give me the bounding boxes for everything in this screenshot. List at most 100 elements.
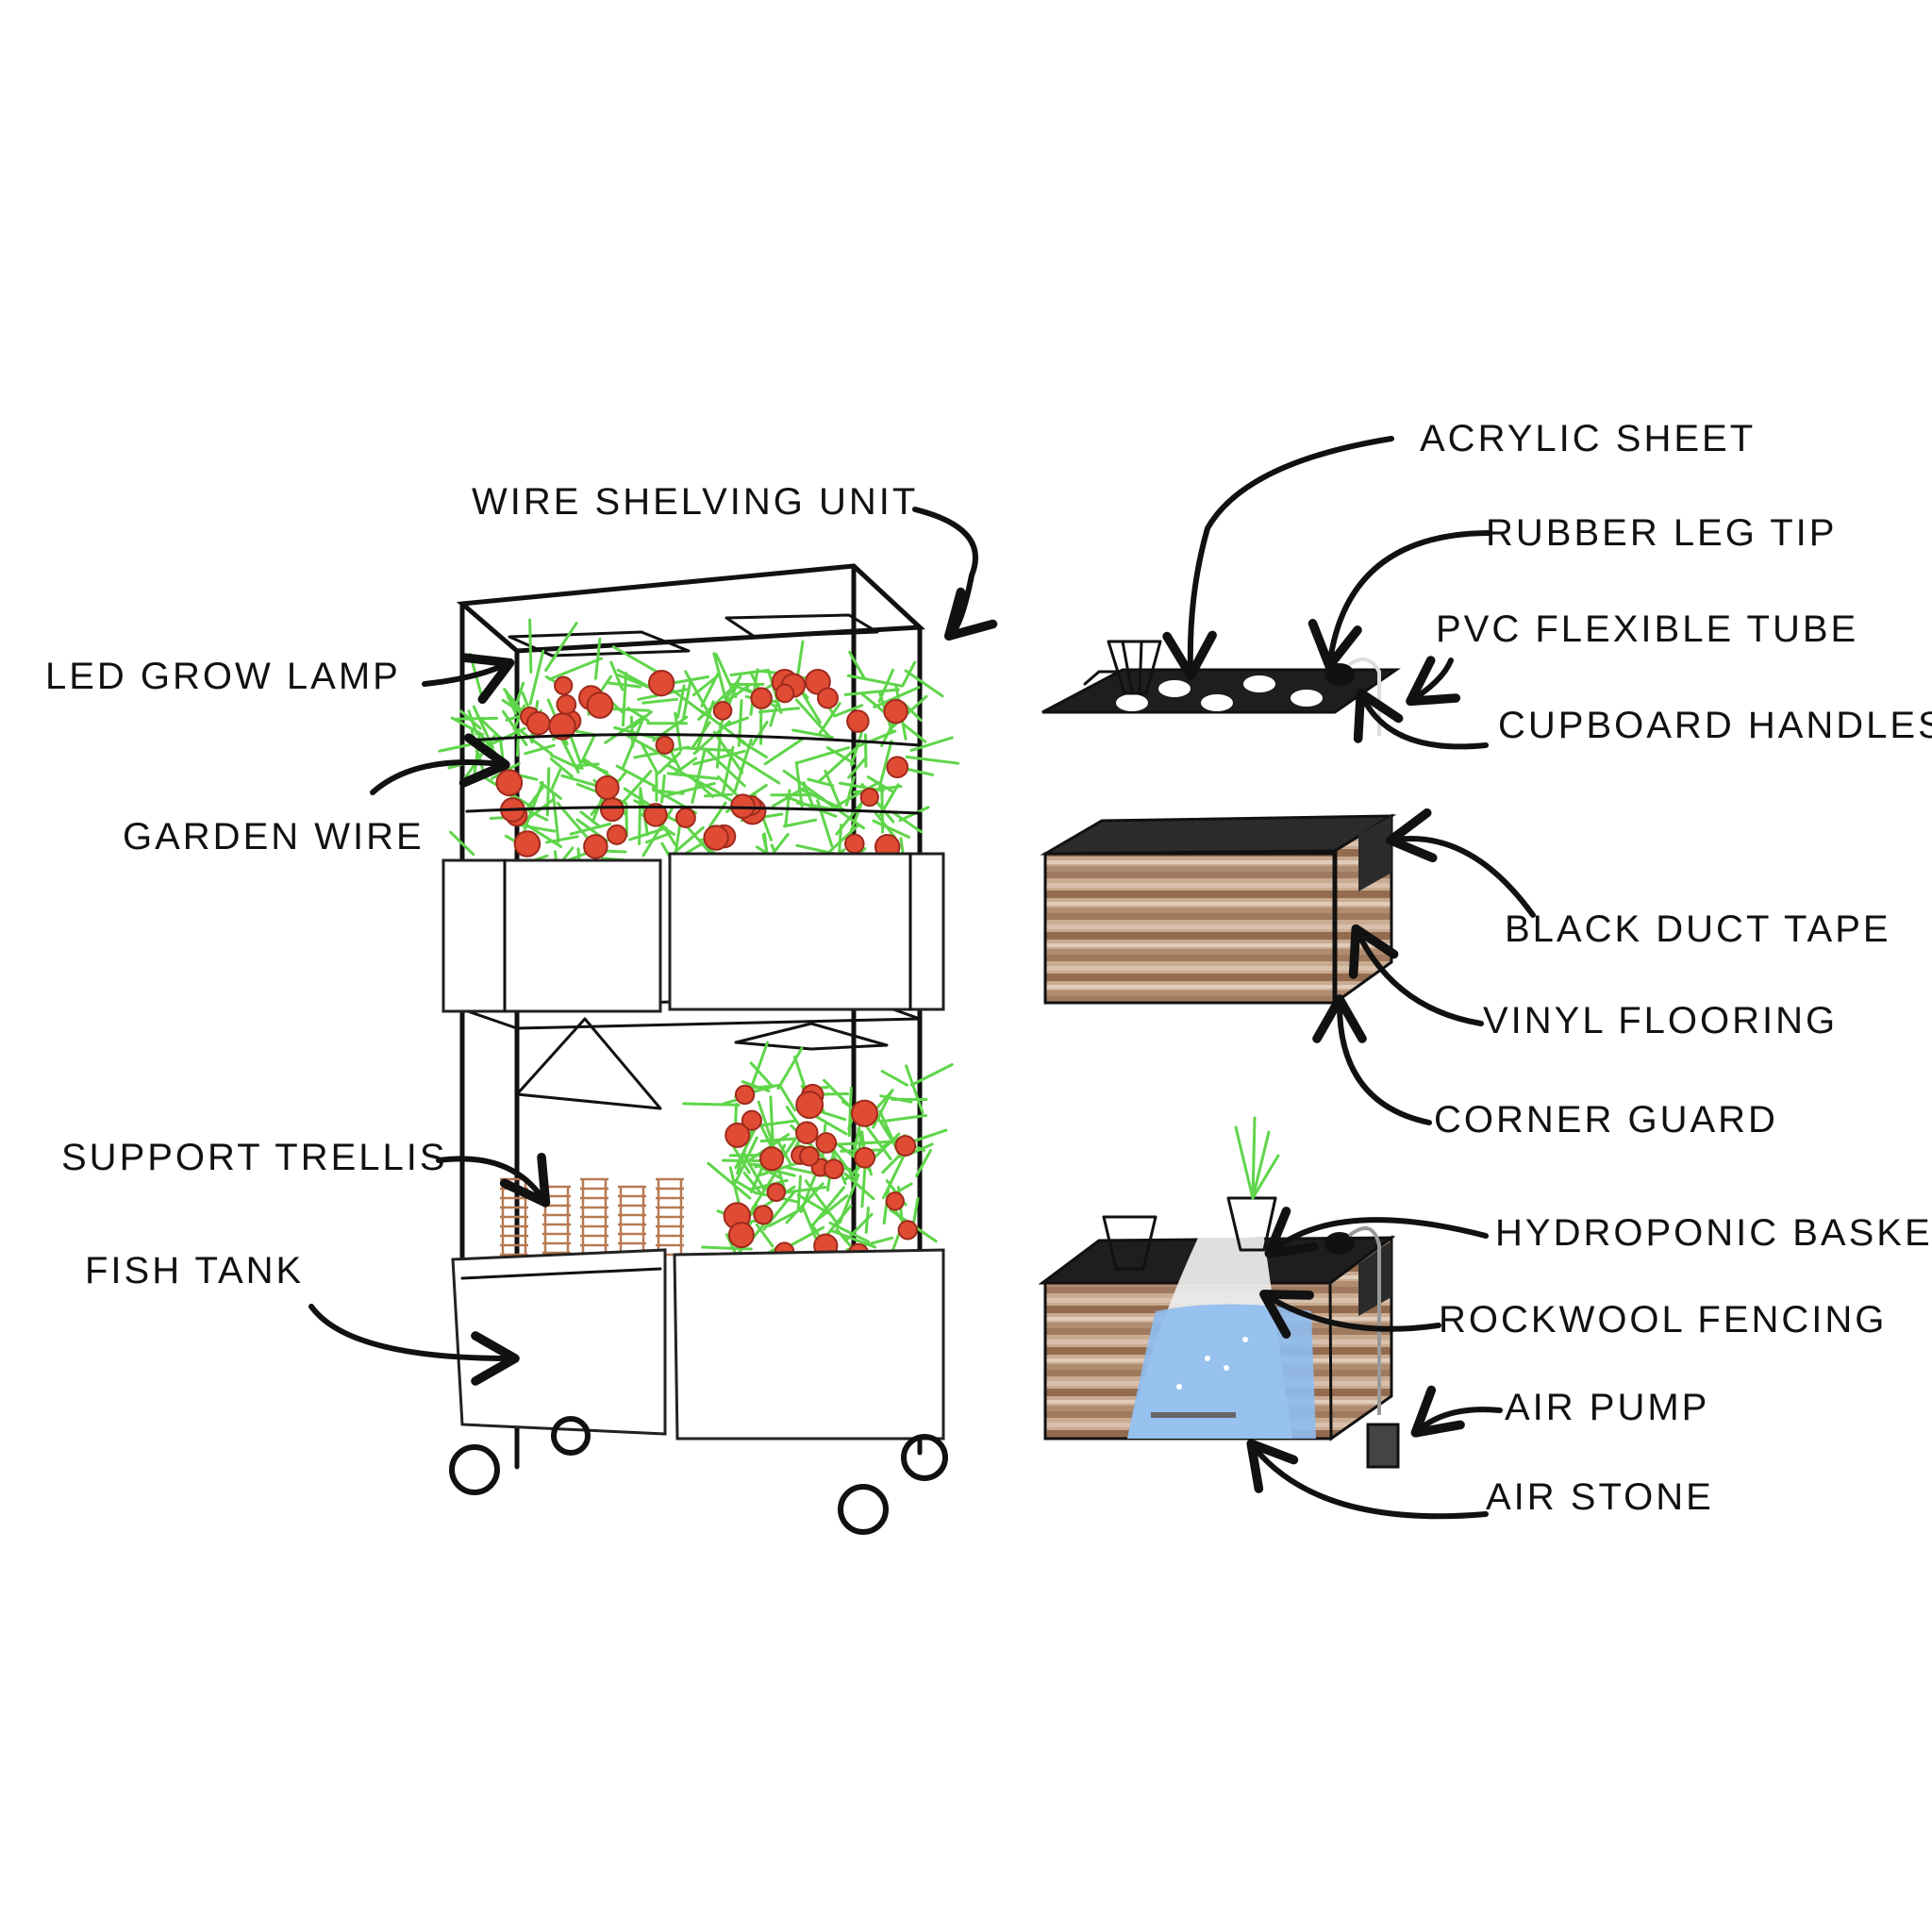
leaf-stroke (707, 1161, 752, 1200)
labels: WIRE SHELVING UNIT LED GROW LAMP GARDEN … (45, 418, 1932, 1518)
leaf-stroke (794, 698, 832, 740)
leaf-stroke (593, 637, 602, 680)
leaf-stroke (807, 777, 835, 788)
leaf-stroke (551, 792, 560, 843)
caster-wheels (449, 1416, 948, 1535)
tomato (846, 709, 870, 733)
leaf-stroke (796, 1193, 830, 1215)
leaf-stroke (905, 1064, 924, 1114)
leaf-stroke (785, 795, 838, 818)
leaf-stroke (524, 743, 556, 756)
leaf-stroke (791, 728, 834, 740)
leaf-stroke (810, 1186, 845, 1228)
tomato (844, 833, 865, 855)
tomato (774, 683, 795, 704)
tomato (766, 1182, 786, 1203)
leaf-stroke (549, 757, 575, 778)
leaf-stroke (621, 672, 628, 727)
leaf-stroke (523, 780, 544, 831)
leaf-stroke (697, 685, 735, 722)
leaf-stroke (878, 740, 893, 789)
leaf-stroke (847, 756, 868, 779)
leaf-stroke (639, 787, 649, 837)
leaf-stroke (804, 1179, 840, 1226)
leaf-stroke (615, 764, 658, 789)
tomato (586, 691, 614, 719)
leaf-stroke (733, 1136, 758, 1185)
tomato (815, 1132, 838, 1154)
leaf-stroke (782, 1186, 827, 1194)
leaf-stroke (703, 792, 734, 798)
leaf-stroke (467, 709, 478, 736)
leaf-stroke (783, 818, 818, 828)
lower-tomato-plants (682, 1041, 954, 1306)
leaf-stroke (846, 674, 904, 688)
leaf-stroke (743, 1156, 766, 1192)
label-cupboard-handles: CUPBOARD HANDLES (1498, 705, 1932, 746)
leaf-stroke (860, 692, 888, 715)
label-fish-tank: FISH TANK (85, 1250, 304, 1291)
tomato (727, 1222, 755, 1249)
label-corner-guard: CORNER GUARD (1434, 1099, 1778, 1141)
label-wire-shelving-unit: WIRE SHELVING UNIT (472, 481, 918, 523)
tomato (525, 710, 551, 736)
tomato (759, 1146, 785, 1172)
tomato (823, 1158, 844, 1180)
tomato (583, 834, 608, 859)
leaf-stroke (701, 1245, 753, 1251)
leaf-stroke (625, 802, 629, 838)
leaf-stroke (658, 751, 682, 774)
leaf-stroke (715, 730, 723, 769)
leaf-stroke (674, 711, 683, 752)
leaf-stroke (549, 768, 562, 793)
leaf-stroke (604, 715, 646, 744)
leaf-stroke (569, 734, 584, 771)
leaf-stroke (843, 688, 900, 696)
leaf-stroke (775, 1138, 791, 1165)
tomato (513, 830, 541, 858)
leaf-stroke (891, 810, 923, 834)
leaf-stroke (539, 781, 562, 800)
tomato (647, 670, 675, 697)
leaf-stroke (778, 1083, 797, 1112)
leaf-stroke (818, 746, 858, 783)
tomato (495, 769, 524, 797)
leaf-stroke (848, 650, 867, 680)
leaf-stroke (684, 670, 712, 718)
leaf-stroke (659, 821, 677, 847)
tomato (750, 687, 773, 709)
label-hydroponic-basket: HYDROPONIC BASKET (1495, 1212, 1932, 1254)
leaf-stroke (652, 715, 689, 742)
leaf-stroke (767, 669, 783, 714)
label-garden-wire: GARDEN WIRE (123, 816, 425, 858)
leaf-stroke (823, 798, 865, 830)
leaf-stroke (864, 1207, 870, 1234)
label-acrylic-sheet: ACRYLIC SHEET (1420, 418, 1756, 459)
leaf-stroke (757, 1100, 776, 1151)
leaf-stroke (833, 704, 864, 718)
tomato (885, 1191, 905, 1211)
leaf-stroke (749, 1061, 774, 1088)
leaf-stroke (661, 782, 716, 798)
label-pvc-flexible-tube: PVC FLEXIBLE TUBE (1436, 608, 1858, 650)
label-black-duct-tape: BLACK DUCT TAPE (1505, 908, 1891, 950)
tomato (854, 1146, 876, 1169)
tomato (703, 824, 729, 851)
leaf-stroke (741, 741, 768, 758)
leaf-stroke (850, 727, 864, 767)
leaf-stroke (882, 1188, 891, 1225)
leaf-stroke (569, 822, 612, 836)
leaf-stroke (905, 755, 960, 765)
leaf-stroke (873, 686, 921, 708)
leaf-stroke (794, 760, 804, 808)
tomato (859, 787, 879, 808)
leaf-stroke (518, 819, 563, 848)
leaf-stroke (729, 669, 769, 676)
leaf-stroke (641, 742, 659, 775)
leaf-stroke (641, 697, 678, 705)
tomato (606, 824, 627, 845)
leaf-stroke (682, 839, 709, 857)
tomato (741, 1109, 762, 1131)
leaf-stroke (909, 1063, 954, 1087)
